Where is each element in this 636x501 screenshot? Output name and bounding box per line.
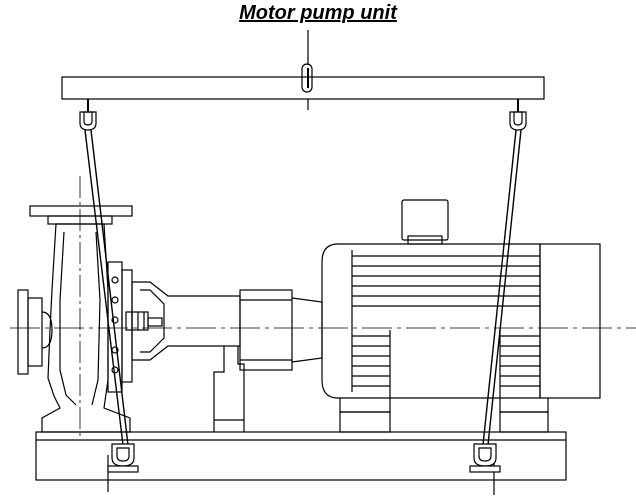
pump-casing [17, 176, 133, 440]
diagram-title: Motor pump unit [239, 2, 397, 24]
lifting-beam [61, 30, 545, 110]
pump-support [213, 346, 245, 432]
beam-shackle-right [509, 99, 527, 131]
motor [321, 199, 601, 433]
base-shackle-left [107, 443, 139, 473]
lifting-slings [84, 129, 522, 446]
base-plate [35, 431, 567, 495]
beam-shackle-left [79, 99, 97, 131]
coupling [239, 289, 323, 371]
base-shackle-right [469, 443, 501, 473]
